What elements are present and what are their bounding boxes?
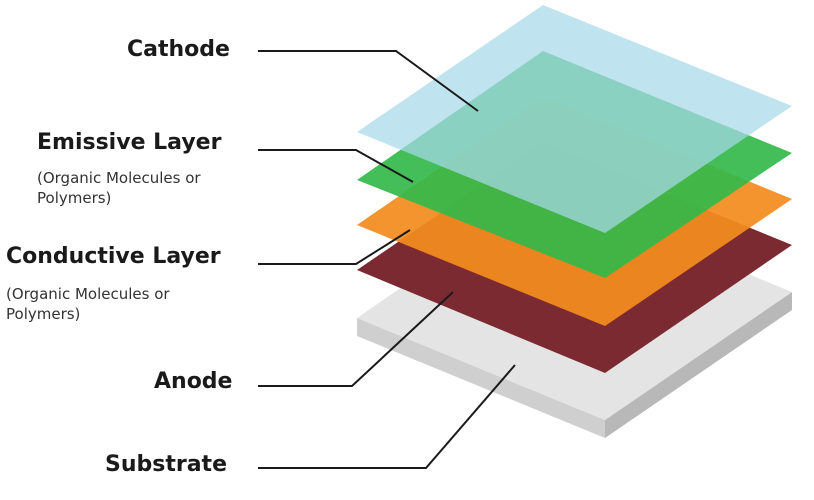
- conductive-layer-sublabel-line2: Polymers): [6, 305, 81, 323]
- anode-leader-line: [258, 291, 454, 387]
- substrate-label: Substrate: [105, 452, 227, 477]
- conductive-leader-line: [258, 229, 411, 265]
- substrate-slab-front: [357, 318, 605, 438]
- substrate-leader-line: [258, 364, 516, 469]
- emissive-layer-sublabel-line2: Polymers): [37, 189, 112, 207]
- cathode-layer: [357, 5, 792, 233]
- cathode-label: Cathode: [127, 37, 230, 62]
- conductive-layer-sublabel-line1: (Organic Molecules or: [6, 285, 170, 303]
- anode-label: Anode: [154, 369, 233, 394]
- substrate-slab-side: [605, 292, 792, 438]
- emissive-leader-line: [258, 149, 414, 183]
- emissive-layer-sublabel-line1: (Organic Molecules or: [37, 169, 201, 187]
- cathode-leader-line: [258, 50, 479, 112]
- conductive-layer-label: Conductive Layer: [6, 244, 221, 269]
- emissive-layer-label: Emissive Layer: [37, 130, 222, 155]
